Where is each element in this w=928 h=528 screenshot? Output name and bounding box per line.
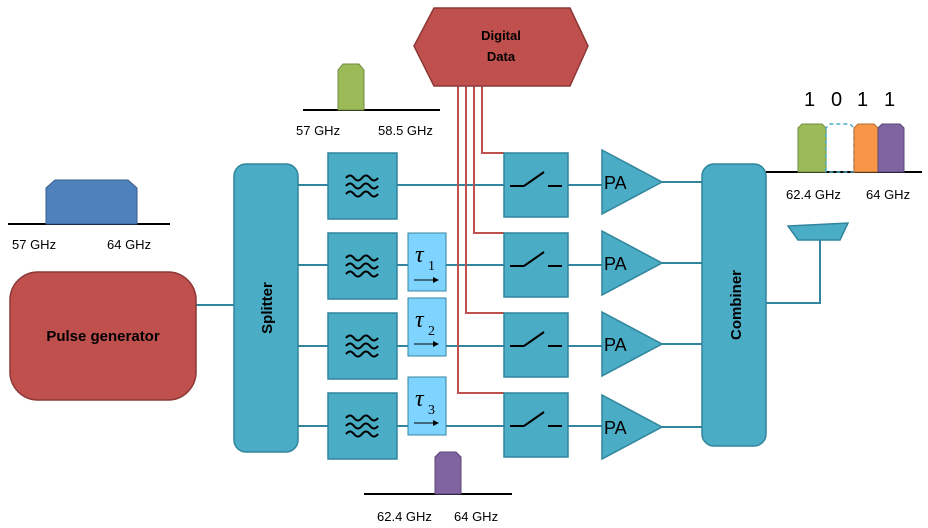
filter4-spectrum-high-label: 64 GHz [454,509,498,524]
data-line-3 [465,86,504,314]
output-spectrum: 1 0 1 1 62.4 GHz 64 GHz [766,89,922,202]
bandpass-filters [327,152,398,460]
filter-icon [345,174,379,198]
combiner-label: Combiner [728,270,745,340]
digital-data-label-line1: Digital [481,28,521,43]
amplifier-4: PA [601,393,664,461]
signal-lines [196,181,821,428]
amplifier-icon [601,393,664,461]
switch-icon [510,171,562,187]
splitter-label: Splitter [259,282,276,334]
filter4-spectrum: 62.4 GHz 64 GHz [364,451,512,524]
amplifier-icon [601,229,664,297]
filter4-spectrum-low-label: 62.4 GHz [377,509,432,524]
switches [503,152,569,458]
amplifier-4-label: PA [604,418,627,438]
delay-3-symbol: τ [415,386,425,412]
digital-data-label-line2: Data [487,49,516,64]
output-band-1 [797,123,827,173]
filter1-spectrum-low-label: 57 GHz [296,123,340,138]
splitter-block: Splitter [233,163,299,453]
filter1-spectrum-band [337,63,365,111]
filter-icon [345,414,379,438]
switch-2 [503,232,569,298]
delay-3: τ 3 [407,376,447,436]
switch-4 [503,392,569,458]
amplifier-icon [601,148,664,216]
amplifier-1-label: PA [604,173,627,193]
switch-3 [503,312,569,378]
data-line-1 [481,86,504,154]
output-bit-2: 0 [831,89,842,111]
digital-data-lines [457,86,504,394]
pulse-generator-label: Pulse generator [46,328,160,345]
input-spectrum-high-label: 64 GHz [107,237,151,252]
combiner-block: Combiner [701,163,767,447]
output-bit-4: 1 [884,89,895,111]
filter-3 [327,312,398,380]
amplifier-icon [601,310,664,378]
switch-icon [510,251,562,267]
delay-1: τ 1 [407,232,447,292]
output-band-2 [825,123,855,173]
amplifier-2: PA [601,229,664,297]
filter-4 [327,392,398,460]
filter-1 [327,152,398,220]
filter4-spectrum-band [434,451,462,495]
delay-3-subscript: 3 [428,403,435,418]
delay-2: τ 2 [407,297,447,357]
digital-data-block: Digital Data [413,7,589,87]
output-spectrum-high-label: 64 GHz [866,187,910,202]
filter-icon [345,334,379,358]
output-band-4 [877,123,905,173]
input-spectrum-low-label: 57 GHz [12,237,56,252]
antenna-icon [786,222,850,241]
power-amplifiers: PA PA PA PA [601,148,664,461]
delay-2-subscript: 2 [428,324,435,339]
switch-icon [510,331,562,347]
output-bit-1: 1 [804,89,815,111]
filter-icon [345,254,379,278]
amplifier-2-label: PA [604,254,627,274]
output-bit-3: 1 [857,89,868,111]
combiner-to-antenna-line [766,240,821,304]
filter1-spectrum-high-label: 58.5 GHz [378,123,433,138]
output-band-3 [853,123,879,173]
delay-1-symbol: τ [415,242,425,268]
output-spectrum-low-label: 62.4 GHz [786,187,841,202]
amplifier-3-label: PA [604,335,627,355]
filter1-spectrum: 57 GHz 58.5 GHz [296,63,440,138]
delay-elements: τ 1 τ 2 τ 3 [407,232,447,436]
data-line-4 [457,86,504,394]
delay-1-subscript: 1 [428,259,435,274]
pulse-generator-block: Pulse generator [9,271,197,401]
filter-2 [327,232,398,300]
input-spectrum: 57 GHz 64 GHz [8,179,170,252]
input-spectrum-band [45,179,138,225]
amplifier-3: PA [601,310,664,378]
data-line-2 [473,86,504,234]
amplifier-1: PA [601,148,664,216]
switch-1 [503,152,569,218]
switch-icon [510,411,562,427]
delay-2-symbol: τ [415,307,425,333]
